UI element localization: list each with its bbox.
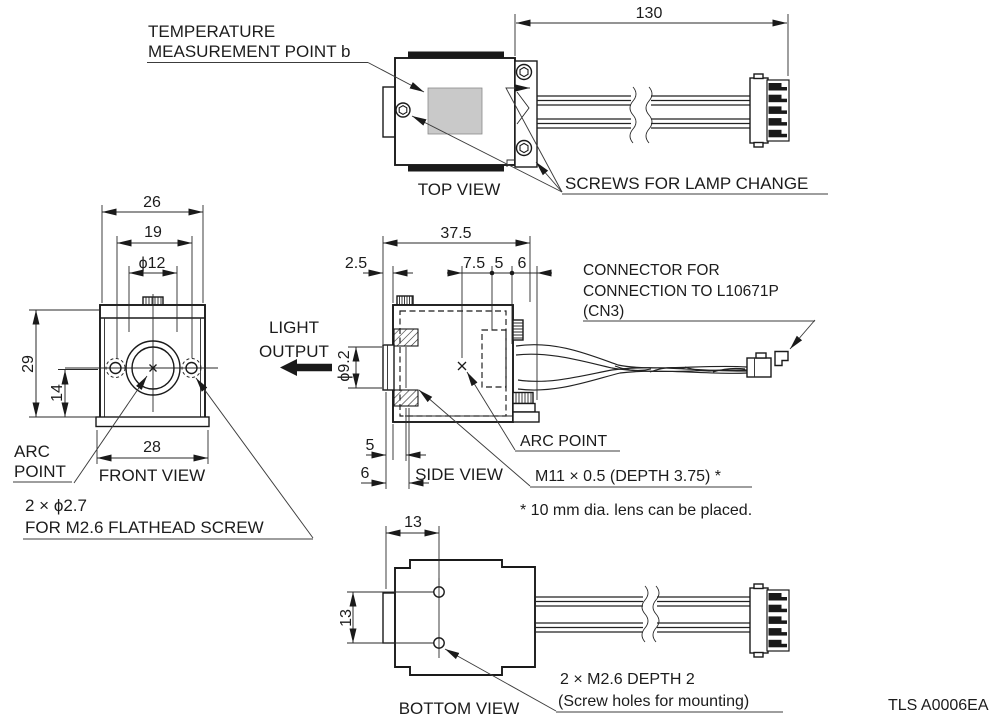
temperature-label-line2: MEASUREMENT POINT b <box>148 42 350 61</box>
dim-2-5-label: 2.5 <box>345 255 367 272</box>
mounting-hole-top <box>433 586 445 598</box>
dim-37-5-label: 37.5 <box>440 225 471 242</box>
arc-point-front-line1: ARC <box>14 442 50 461</box>
dim-13v-label: 13 <box>338 609 355 627</box>
arc-point-mark-side <box>457 361 467 371</box>
dim-19-label: 19 <box>144 224 162 241</box>
connector-label-line3: (CN3) <box>583 303 624 320</box>
screws-annotation: SCREWS FOR LAMP CHANGE <box>411 84 828 195</box>
top-view: 130 TOP VIEW <box>382 5 790 199</box>
lens-mount-hatch-bottom <box>393 389 419 407</box>
bottom-view-cable <box>535 585 750 643</box>
bottom-dims: 13 13 <box>338 514 440 643</box>
light-output-arrow-icon <box>280 359 332 376</box>
connector-label-line2: CONNECTION TO L10671P <box>583 283 779 300</box>
arc-point-annotation-side: ARC POINT <box>466 371 620 452</box>
dim-7-5-label: 7.5 <box>463 255 485 272</box>
bottom-view: 13 13 BOTTOM VIEW 2 × M2.6 DEPTH 2 (Scre… <box>338 514 790 717</box>
top-view-label: TOP VIEW <box>418 180 501 199</box>
arc-point-side-label: ARC POINT <box>520 433 607 450</box>
cable-break-mark <box>645 86 653 144</box>
dim-cable-length: 130 <box>514 5 789 76</box>
cable-break-mark <box>652 585 660 643</box>
connector-annotation: CONNECTOR FOR CONNECTION TO L10671P (CN3… <box>583 262 816 350</box>
mounting-screw-annotation: 2 × ϕ2.7 FOR M2.6 FLATHEAD SCREW <box>23 377 314 540</box>
top-view-top-flange <box>408 51 504 58</box>
dim-5-label: 5 <box>366 437 375 454</box>
bottom-view-label: BOTTOM VIEW <box>399 699 520 717</box>
dim-26-label: 26 <box>143 194 161 211</box>
top-view-cable <box>537 86 750 144</box>
cable-break-mark <box>629 86 637 144</box>
m26-line2: (Screw holes for mounting) <box>558 693 749 710</box>
lens-note: * 10 mm dia. lens can be placed. <box>520 502 752 519</box>
dim-5-chain-label: 5 <box>495 255 504 272</box>
front-screw-hole-right <box>185 361 198 375</box>
cn3-connector <box>746 350 789 378</box>
arc-point-front-line2: POINT <box>14 462 66 481</box>
cable-break-mark <box>641 585 649 643</box>
dim-6-chain-label: 6 <box>518 255 527 272</box>
bottom-view-lens-tube <box>382 592 396 644</box>
lamp-screw-bottom <box>515 139 533 157</box>
arc-point-annotation-front: ARC POINT <box>13 375 148 484</box>
mounting-hole-bottom <box>433 637 445 649</box>
dim-6-label: 6 <box>361 465 370 482</box>
cable-connector-bottom-view <box>749 583 790 658</box>
lens-tube <box>382 344 395 391</box>
front-view-base-flange <box>95 416 210 428</box>
m26-annotation: 2 × M2.6 DEPTH 2 (Screw holes for mounti… <box>444 648 783 713</box>
side-view-label: SIDE VIEW <box>415 465 503 484</box>
m11-annotation: M11 × 0.5 (DEPTH 3.75) * <box>418 389 752 488</box>
lens-mount-hatch-top <box>393 328 419 347</box>
phi27-line2: FOR M2.6 FLATHEAD SCREW <box>25 518 264 537</box>
connector-label-line1: CONNECTOR FOR <box>583 262 720 279</box>
top-view-bottom-flange <box>408 165 504 172</box>
dim-28-label: 28 <box>143 439 161 456</box>
temperature-annotation: TEMPERATURE MEASUREMENT POINT b <box>147 22 425 93</box>
phi27-line1: 2 × ϕ2.7 <box>25 496 87 515</box>
screws-label: SCREWS FOR LAMP CHANGE <box>565 174 808 193</box>
dim-phi12-label: ϕ12 <box>139 255 166 272</box>
document-code: TLS A0006EA <box>888 697 989 714</box>
top-view-left-screw <box>395 102 411 118</box>
front-dims: 26 19 ϕ12 29 14 28 <box>20 194 209 464</box>
dim-phi9-2-label: ϕ9.2 <box>336 350 353 381</box>
dim-14-label: 14 <box>49 384 66 402</box>
side-lamp-screw-top <box>512 319 524 341</box>
arc-point-mark-front <box>149 364 157 372</box>
dim-130-label: 130 <box>636 5 663 22</box>
bottom-view-body <box>394 559 536 676</box>
side-view-cable <box>515 344 748 391</box>
temperature-measurement-area <box>427 87 483 135</box>
front-aperture-inner <box>131 346 175 390</box>
front-aperture-outer <box>125 340 181 396</box>
m26-line1: 2 × M2.6 DEPTH 2 <box>560 671 695 688</box>
light-output-line1: LIGHT <box>269 318 319 337</box>
side-view-body <box>392 304 514 423</box>
cable-connector-top-view <box>749 73 790 148</box>
front-view-label: FRONT VIEW <box>99 466 205 485</box>
front-view: 26 19 ϕ12 29 14 28 FRONT VIEW ARC <box>13 194 314 540</box>
front-screw-hole-left <box>109 361 122 375</box>
temperature-label-line1: TEMPERATURE <box>148 22 275 41</box>
light-output-annotation: LIGHT OUTPUT <box>259 318 332 376</box>
m11-label: M11 × 0.5 (DEPTH 3.75) * <box>535 468 721 485</box>
dim-29-label: 29 <box>20 355 37 373</box>
side-view: 37.5 2.5 7.5 5 6 ϕ9.2 <box>336 225 816 519</box>
light-output-line2: OUTPUT <box>259 342 329 361</box>
side-dims: 37.5 2.5 7.5 5 6 ϕ9.2 <box>336 225 552 489</box>
dim-13h-label: 13 <box>404 514 422 531</box>
lamp-screw-top <box>515 63 533 81</box>
side-inner-dashed <box>399 310 507 417</box>
